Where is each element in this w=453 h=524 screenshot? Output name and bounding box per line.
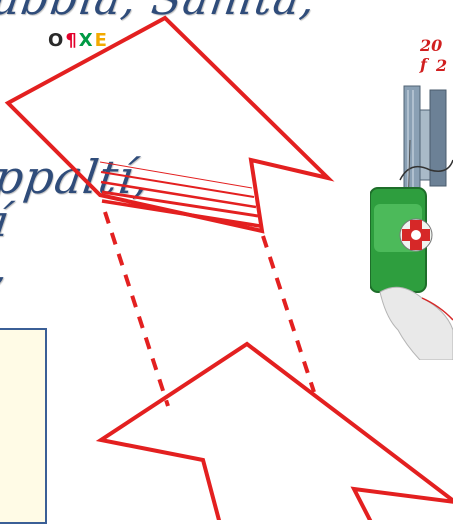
lower-arrow: [95, 341, 453, 520]
green-tile-icon: [369, 187, 433, 293]
expo-logo-glyph-2: ¶: [65, 30, 77, 51]
event-emblem: 20 f 2: [369, 30, 453, 361]
emblem-year-top: 20 f: [420, 36, 443, 74]
emblem-year-bottom: 2: [436, 56, 448, 75]
expo-logo: O ¶ X E: [48, 30, 107, 52]
arrow-stripes: [99, 161, 261, 228]
dashed-connectors: [103, 211, 316, 407]
expo-logo-glyph-3: X: [78, 30, 93, 51]
upper-arrow: [4, 15, 335, 234]
expo-logo-glyph-4: E: [94, 30, 107, 51]
note-box: [0, 328, 47, 524]
expo-logo-glyph-1: O: [48, 30, 64, 51]
emblem-graphic: [369, 85, 453, 361]
